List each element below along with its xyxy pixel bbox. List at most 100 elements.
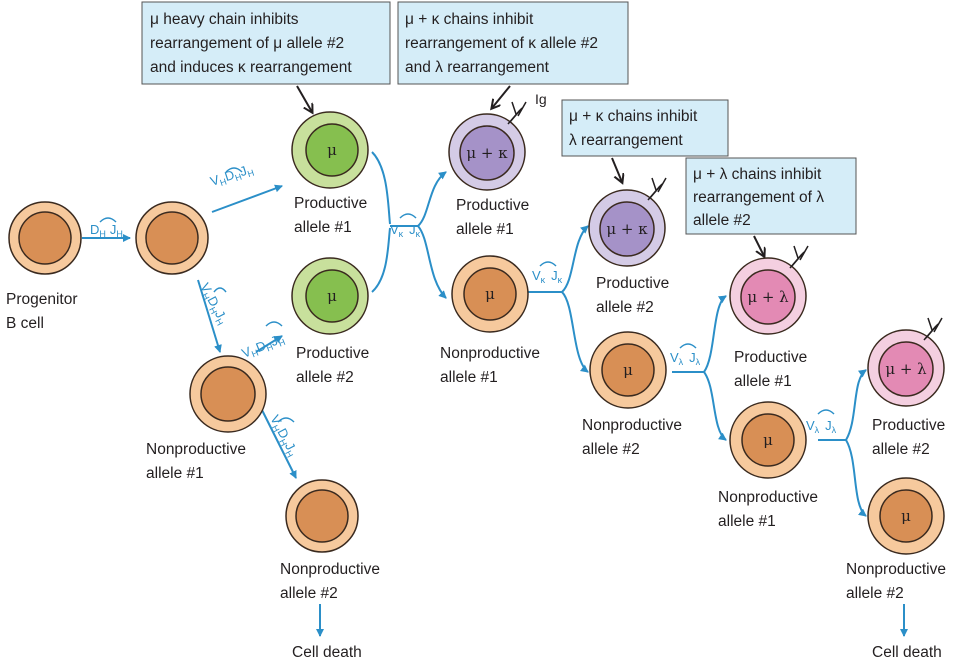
caption-lambda-nonproductive-1: Nonproductive allele #1 <box>718 489 818 530</box>
caption-heavy-productive-1: Productive allele #1 <box>294 195 367 236</box>
svg-text:allele #1: allele #1 <box>146 465 204 482</box>
svg-text:Nonproductive: Nonproductive <box>582 417 682 434</box>
caption-lambda-productive-1: Productive allele #1 <box>734 349 807 390</box>
svg-text:Nonproductive: Nonproductive <box>440 345 540 362</box>
svg-text:VHDHJH: VHDHJH <box>208 161 255 191</box>
info-box-3: μ + κ chains inhibit λ rearrangement <box>561 99 729 157</box>
caption-progenitor: Progenitor B cell <box>6 291 78 332</box>
arrow-kappa-nonproductive <box>417 225 447 299</box>
pointer-arrow-3 <box>611 157 622 182</box>
antibody-icon <box>789 245 809 269</box>
cell-mu-label: μ <box>327 141 337 159</box>
caption-cell-death-2: Cell death <box>872 644 942 661</box>
cell-mu-label: μ <box>327 287 337 305</box>
cell-progenitor <box>8 201 82 275</box>
cell-mu-lambda-productive-2: μ + λ <box>867 317 945 407</box>
info-box-2-line-3: and λ rearrangement <box>405 59 550 76</box>
info-box-3-line-1: μ + κ chains inhibit <box>569 108 698 125</box>
caption-lambda-productive-2: Productive allele #2 <box>872 417 945 458</box>
svg-text:Nonproductive: Nonproductive <box>846 561 946 578</box>
svg-text:Nonproductive: Nonproductive <box>146 441 246 458</box>
rearrangement-arrows <box>82 151 908 637</box>
cell-nonproductive-heavy-1 <box>189 355 267 433</box>
svg-text:Nonproductive: Nonproductive <box>280 561 380 578</box>
svg-text:Productive: Productive <box>294 195 367 212</box>
caption-cell-death-1: Cell death <box>292 644 362 661</box>
svg-text:allele #1: allele #1 <box>456 221 514 238</box>
cell-nonproductive-lambda-2: μ <box>867 477 945 555</box>
caption-lambda-nonproductive-2: Nonproductive allele #2 <box>846 561 946 602</box>
cell-mu-label: μ <box>485 285 495 303</box>
cell-mu-label: μ <box>763 431 773 449</box>
svg-text:Nonproductive: Nonproductive <box>718 489 818 506</box>
cell-mu-kappa-productive-1: μ + κ Ig <box>448 91 547 191</box>
cell-nonproductive-kappa-1: μ <box>451 255 529 333</box>
caption-heavy-productive-2: Productive allele #2 <box>296 345 369 386</box>
info-box-3-line-2: λ rearrangement <box>569 132 683 149</box>
cell-mu-label: μ <box>623 361 633 379</box>
cell-mu-kappa-label: μ + κ <box>606 220 648 238</box>
svg-text:allele #2: allele #2 <box>280 585 338 602</box>
svg-text:allele #2: allele #2 <box>872 441 930 458</box>
arrow-vdj-nonproductive-1 <box>197 279 222 353</box>
info-box-4-line-2: rearrangement of λ <box>693 189 824 206</box>
arrow-kappa2-nonproductive <box>561 291 589 373</box>
info-box-2-line-1: μ + κ chains inhibit <box>405 11 534 28</box>
info-box-4-line-3: allele #2 <box>693 212 751 229</box>
cell-nonproductive-kappa-2: μ <box>589 331 667 409</box>
svg-text:allele #2: allele #2 <box>846 585 904 602</box>
gene-label-vdj-3: VHDHJH <box>240 333 287 361</box>
svg-text:Productive: Productive <box>296 345 369 362</box>
joining-arcs <box>99 167 835 423</box>
caption-kappa-nonproductive-2: Nonproductive allele #2 <box>582 417 682 458</box>
arrow-vdj-productive-2 <box>255 335 283 353</box>
info-box-1-line-3: and induces κ rearrangement <box>150 59 352 76</box>
svg-text:Productive: Productive <box>734 349 807 366</box>
antibody-icon <box>647 177 667 201</box>
info-box-2: μ + κ chains inhibit rearrangement of κ … <box>397 1 629 85</box>
cell-mu-productive-1: μ <box>291 111 369 189</box>
arrow-lambda2-nonproductive <box>845 439 867 517</box>
cell-mu-lambda-label: μ + λ <box>885 360 927 378</box>
svg-text:allele #2: allele #2 <box>582 441 640 458</box>
arrow-vdj-productive-1 <box>211 184 283 213</box>
cell-mu-lambda-productive-1: μ + λ <box>729 245 809 335</box>
cell-dj-rearranged <box>135 201 209 275</box>
svg-text:allele #2: allele #2 <box>596 299 654 316</box>
svg-text:VHDHJH: VHDHJH <box>196 280 232 327</box>
arrow-vdj-nonproductive-2 <box>261 409 297 479</box>
ig-label: Ig <box>535 91 547 107</box>
svg-text:Productive: Productive <box>456 197 529 214</box>
info-box-4: μ + λ chains inhibit rearrangement of λ … <box>685 157 857 235</box>
pointer-arrow-4 <box>753 235 764 256</box>
svg-text:allele #1: allele #1 <box>718 513 776 530</box>
antibody-icon <box>923 317 943 341</box>
arrow-lambda2-productive <box>845 369 867 441</box>
arrow-merge-top <box>371 151 391 225</box>
svg-text:allele #1: allele #1 <box>734 373 792 390</box>
info-box-4-line-1: μ + λ chains inhibit <box>693 166 822 183</box>
cell-mu-productive-2: μ <box>291 257 369 335</box>
cell-mu-lambda-label: μ + λ <box>747 288 789 306</box>
cell-mu-kappa-productive-2: μ + κ <box>588 177 667 267</box>
gene-label-vdj-1: VHDHJH <box>208 161 255 191</box>
pointer-arrows <box>296 85 764 256</box>
arrow-merge-bottom <box>371 227 391 293</box>
antibody-icon <box>507 101 527 125</box>
pointer-arrow-1 <box>296 85 312 112</box>
svg-text:Productive: Productive <box>872 417 945 434</box>
caption-heavy-nonproductive-2: Nonproductive allele #2 <box>280 561 380 602</box>
svg-text:DHJH: DHJH <box>90 222 123 239</box>
pointer-arrow-2 <box>492 85 511 108</box>
svg-text:allele #1: allele #1 <box>294 219 352 236</box>
